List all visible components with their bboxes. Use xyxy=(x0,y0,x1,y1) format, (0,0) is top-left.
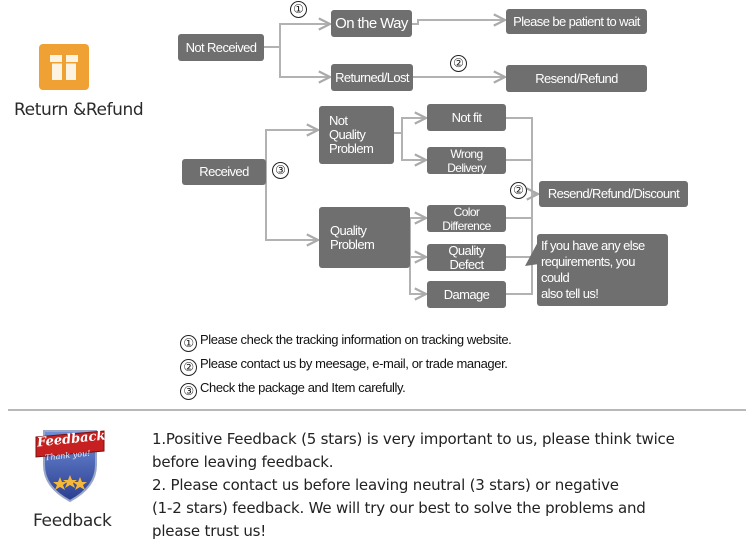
resend-refund-discount-box: Resend/Refund/Discount xyxy=(539,181,688,207)
return-refund-title: Return &Refund xyxy=(14,100,144,120)
feedback-line-5: please trust us! xyxy=(152,522,267,540)
color-difference-box: Color Difference xyxy=(427,205,506,233)
resend-refund-box: Resend/Refund xyxy=(506,65,647,92)
please-wait-box: Please be patient to wait xyxy=(506,9,647,34)
marker-2: ② xyxy=(450,55,467,72)
damage-box: Damage xyxy=(427,281,506,308)
feedback-line-3: 2. Please contact us before leaving neut… xyxy=(152,476,619,494)
flow-connectors xyxy=(264,0,750,410)
feedback-line-2: before leaving feedback. xyxy=(152,453,334,471)
not-quality-problem-box: Not Quality Problem xyxy=(319,106,394,164)
not-received-box: Not Received xyxy=(178,34,264,61)
feedback-shield-icon xyxy=(30,425,110,505)
marker-2-lower: ② xyxy=(510,182,527,199)
gift-box-icon xyxy=(39,44,89,90)
on-the-way-box: On the Way xyxy=(331,10,412,37)
returned-lost-box: Returned/Lost xyxy=(331,64,413,91)
feedback-label: Feedback xyxy=(33,511,112,531)
callout-pointer xyxy=(525,240,539,266)
else-requirements-callout: If you have any else requirements, you c… xyxy=(537,234,668,306)
quality-defect-box: Quality Defect xyxy=(427,243,506,271)
marker-1: ① xyxy=(290,1,307,18)
marker-3: ③ xyxy=(272,162,289,179)
feedback-line-1: 1.Positive Feedback (5 stars) is very im… xyxy=(152,430,675,448)
quality-problem-box: Quality Problem xyxy=(319,207,410,268)
feedback-line-4: (1-2 stars) feedback. We will try our be… xyxy=(152,499,646,517)
not-fit-box: Not fit xyxy=(427,104,506,131)
received-box: Received xyxy=(182,159,266,185)
section-divider xyxy=(8,409,746,411)
wrong-delivery-box: Wrong Delivery xyxy=(427,147,506,175)
